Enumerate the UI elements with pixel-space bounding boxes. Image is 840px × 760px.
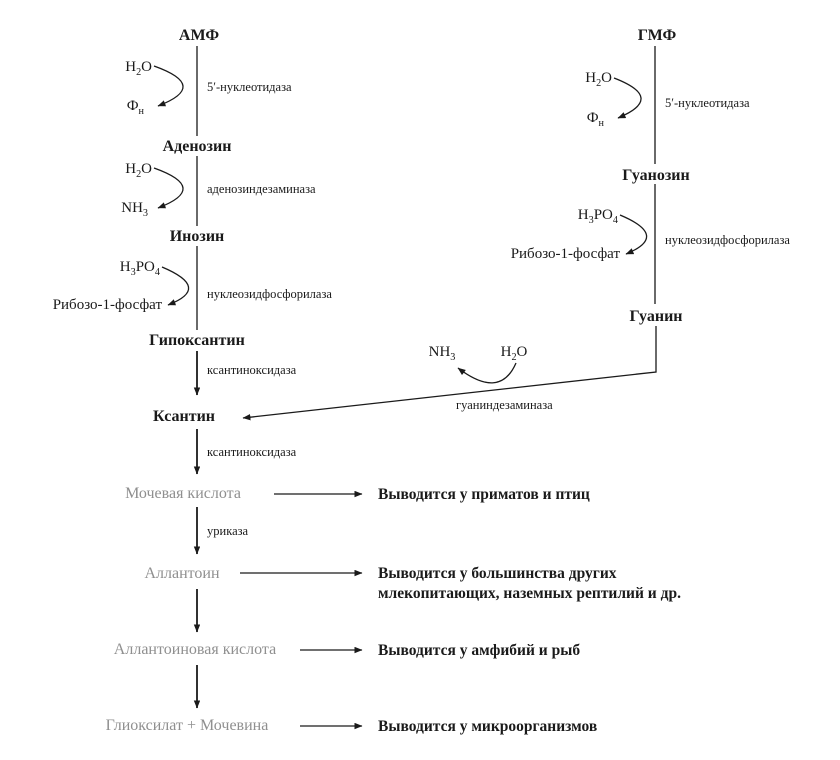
reactant-h3po4-guanosine: H3PO4: [577, 207, 618, 226]
product-pi-gmp: Фн: [586, 110, 604, 129]
curve-adenosine-h2o-nh3: [153, 167, 184, 209]
node-allantoin: Аллантоин: [144, 565, 220, 582]
product-nh3-adenosine: NH3: [121, 200, 148, 219]
enzyme-label-nucleotidase-left: 5′-нуклеотидаза: [207, 80, 292, 94]
reactant-h2o-guanine: H2O: [500, 344, 528, 363]
enzyme-label-xanthine-oxidase-2: ксантиноксидаза: [207, 445, 297, 459]
node-adenosine: Аденозин: [162, 138, 232, 155]
product-ribose-1-phosphate-left: Рибозо-1-фосфат: [52, 297, 162, 313]
curve-guanine-h2o-nh3: [457, 362, 517, 384]
enzyme-label-adenosine-deaminase: аденозиндезаминаза: [207, 182, 316, 196]
arrow-guanine-xanthine: [242, 326, 657, 421]
node-allantoic-acid: Аллантоиновая кислота: [113, 641, 277, 658]
curve-gmp-h2o-pi: [613, 77, 642, 119]
node-amp: АМФ: [178, 27, 220, 44]
node-glyoxylate-urea: Глиоксилат + Мочевина: [105, 717, 269, 734]
enzyme-label-nucleoside-phosphorylase-left: нуклеозидфосфорилаза: [207, 287, 332, 301]
enzyme-label-xanthine-oxidase-1: ксантиноксидаза: [207, 363, 297, 377]
reactant-h2o-gmp: H2O: [585, 70, 612, 89]
node-guanosine: Гуанозин: [622, 167, 690, 184]
reactant-h2o-adenosine: H2O: [125, 161, 152, 180]
curve-guanosine-phosphate-ribose: [619, 214, 648, 255]
excretion-note-mammals-line2: млекопитающих, наземных рептилий и др.: [378, 585, 681, 602]
node-hypoxanthine: Гипоксантин: [149, 332, 245, 349]
reactant-h3po4-inosine: H3PO4: [119, 259, 160, 278]
enzyme-label-nucleoside-phosphorylase-right: нуклеозидфосфорилаза: [665, 233, 790, 247]
node-gmp: ГМФ: [637, 27, 677, 44]
product-nh3-guanine: NH3: [428, 344, 456, 363]
enzyme-label-nucleotidase-right: 5′-нуклеотидаза: [665, 96, 750, 110]
product-ribose-1-phosphate-right: Рибозо-1-фосфат: [510, 246, 620, 262]
node-xanthine: Ксантин: [152, 408, 215, 425]
excretion-note-primates: Выводится у приматов и птиц: [378, 486, 590, 503]
excretion-note-microorganisms: Выводится у микроорганизмов: [378, 718, 598, 735]
node-uric-acid: Мочевая кислота: [125, 485, 241, 502]
node-guanine: Гуанин: [629, 308, 683, 325]
curve-amp-h2o-pi: [153, 65, 184, 107]
excretion-note-amphibians: Выводится у амфибий и рыб: [378, 642, 581, 659]
reactant-h2o-amp: H2O: [125, 59, 152, 78]
enzyme-label-uricase: уриказа: [207, 524, 249, 538]
curve-inosine-phosphate-ribose: [161, 266, 190, 306]
excretion-note-mammals-line1: Выводится у большинства других: [378, 565, 617, 582]
node-inosine: Инозин: [169, 228, 225, 245]
product-pi-amp: Фн: [126, 98, 144, 117]
enzyme-label-guanine-deaminase: гуаниндезаминаза: [456, 398, 553, 412]
